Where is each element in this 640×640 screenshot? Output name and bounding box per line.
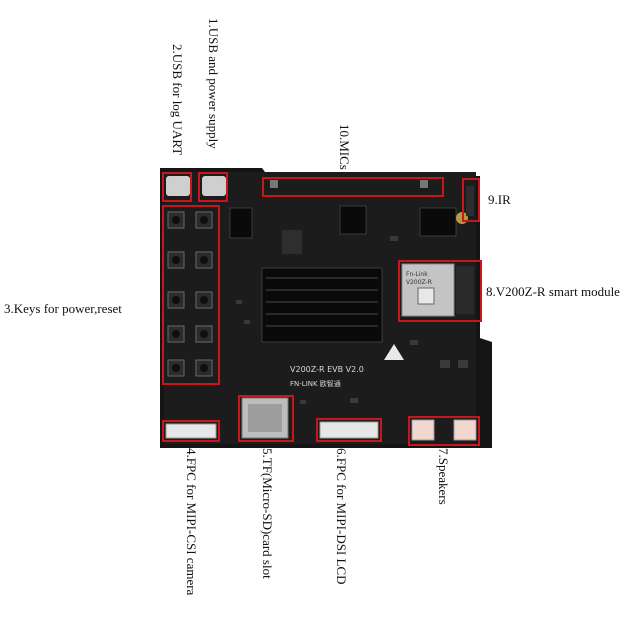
label-keys: 3.Keys for power,reset	[4, 301, 122, 316]
label-mics: 10.MICs	[337, 124, 352, 170]
board-brand: FN-LINK 欧智通	[290, 379, 341, 388]
ir-receiver	[466, 186, 474, 216]
label-usb-log-uart: 2.USB for log UART	[170, 44, 185, 156]
callout-usb-log-uart	[162, 172, 192, 202]
pin-headers	[229, 205, 457, 343]
label-tf-card: 5.TF(Micro-SD)card slot	[260, 448, 275, 579]
board-silkscreen: V200Z-R EVB V2.0	[290, 365, 364, 374]
callout-usb-power	[198, 172, 228, 202]
callout-fpc-dsi	[316, 418, 382, 442]
callout-tf-card	[238, 395, 294, 442]
esd-warning-triangle	[384, 344, 404, 360]
callout-keys	[162, 205, 220, 385]
speaker-connector-right	[453, 419, 477, 441]
callout-smart-module	[398, 260, 482, 322]
fpc-csi-connector	[165, 423, 217, 439]
usb-port-power	[202, 176, 226, 196]
label-fpc-dsi: 6.FPC for MIPI-DSI LCD	[334, 448, 349, 585]
mic-right	[420, 180, 428, 188]
label-ir: 9.IR	[488, 192, 511, 207]
callout-fpc-csi	[162, 420, 220, 442]
label-usb-power: 1.USB and power supply	[206, 18, 221, 149]
mic-left	[270, 180, 278, 188]
module-name-text: V200Z-R	[406, 279, 432, 286]
label-speakers: 7.Speakers	[436, 448, 451, 505]
label-fpc-csi: 4.FPC for MIPI-CSI camera	[184, 448, 199, 596]
callout-mics	[262, 177, 444, 197]
label-smart-module: 8.V200Z-R smart module	[486, 284, 620, 299]
usb-port-log-uart	[166, 176, 190, 196]
module-brand-text: Fn-Link	[406, 271, 428, 278]
fpc-dsi-connector	[319, 421, 379, 439]
speaker-connector-left	[411, 419, 435, 441]
callout-speakers	[408, 416, 480, 446]
callout-ir	[462, 178, 480, 222]
